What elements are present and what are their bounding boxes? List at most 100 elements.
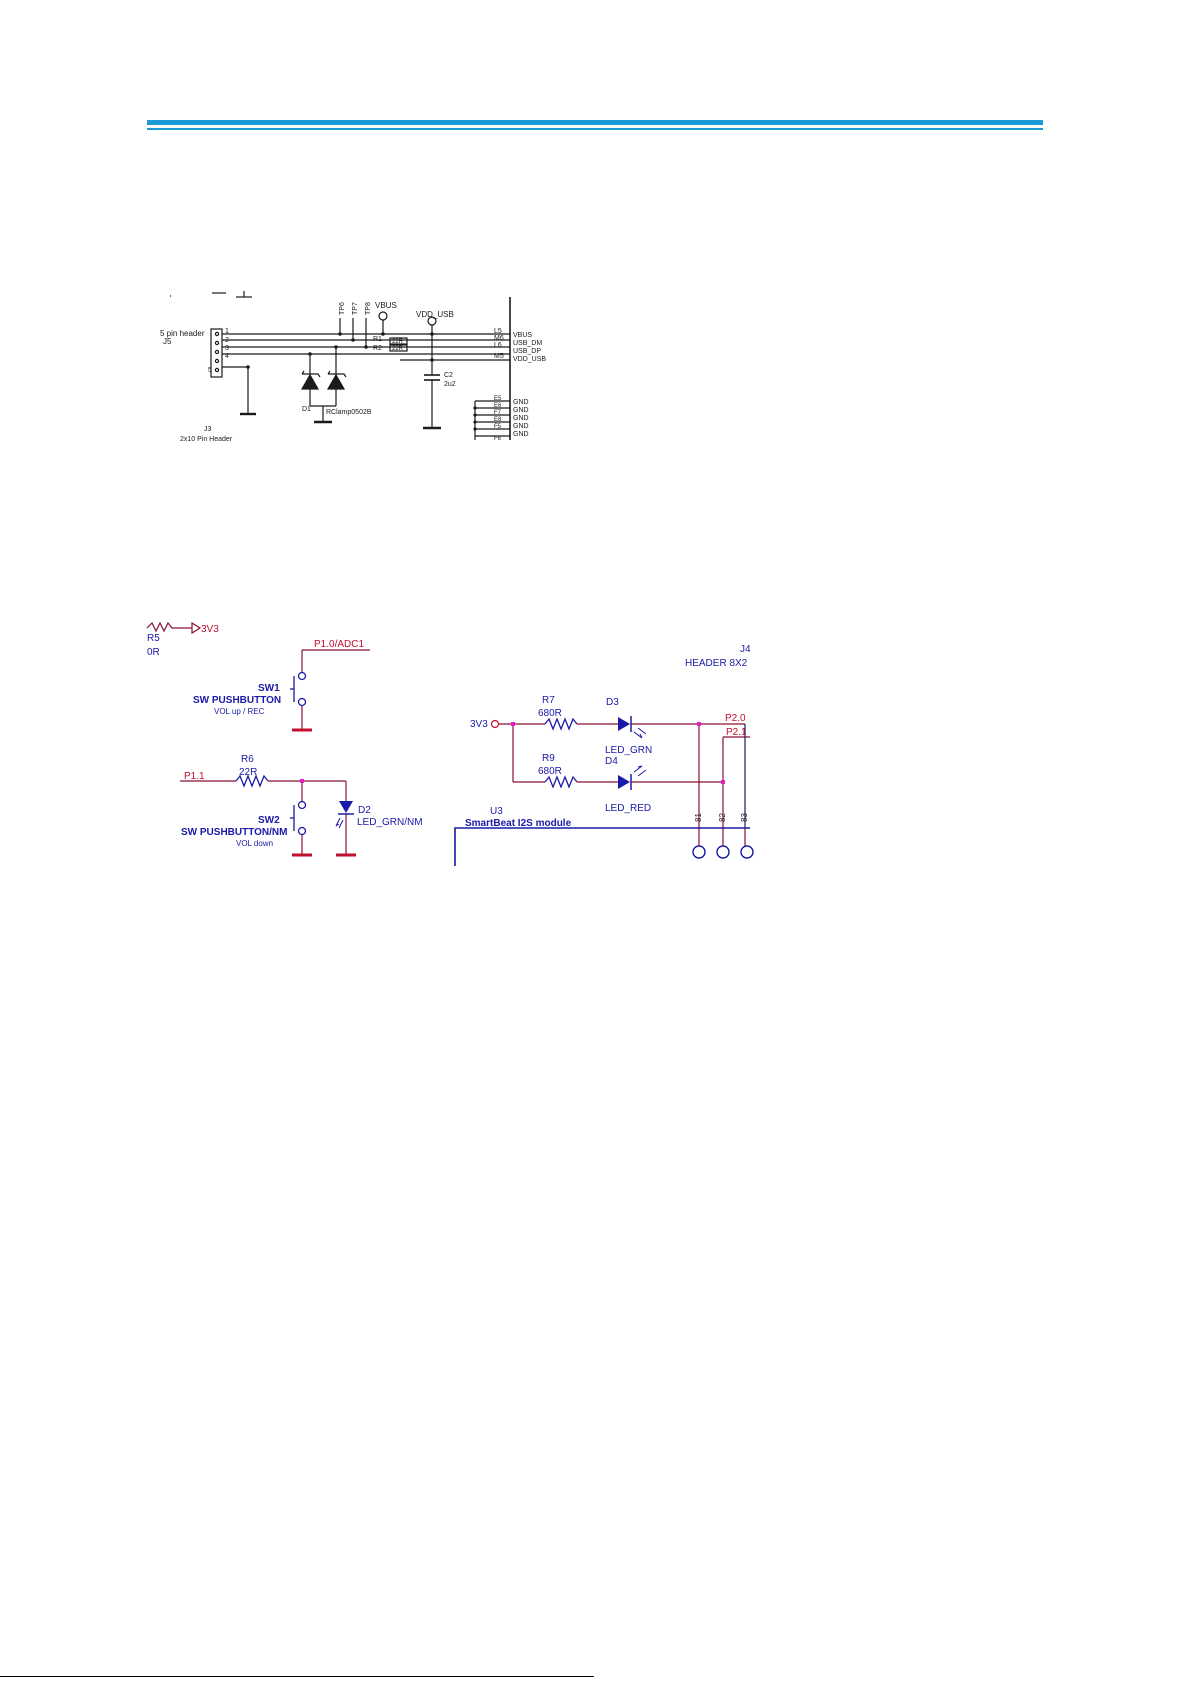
- zener-diode-icon: [300, 373, 320, 390]
- r5-value: 0R: [147, 647, 160, 658]
- r6-value: 22R: [239, 767, 257, 778]
- r2-ref: R2: [373, 345, 382, 352]
- gnd-net: GND: [513, 431, 529, 438]
- test-point-label: TP6: [339, 302, 346, 315]
- resistor-r6: [235, 774, 269, 788]
- r1-value: 22R: [392, 339, 404, 345]
- led-d3-icon: [618, 717, 630, 731]
- module-pin-label: 81: [694, 813, 703, 822]
- button-junctions: [300, 722, 725, 784]
- d1-ref: D1: [302, 406, 311, 413]
- header-rule-thin: [147, 128, 1043, 130]
- header-pin-dot: [214, 349, 220, 355]
- u3-part: SmartBeat I2S module: [465, 818, 572, 829]
- resistor-r2: [389, 344, 408, 352]
- sw1-part: SW PUSHBUTTON: [193, 695, 281, 706]
- supply-3v3-port-icon: [490, 719, 500, 729]
- net-p11-label: P1.1: [184, 771, 205, 782]
- sw2-function: VOL down: [236, 839, 273, 848]
- supply-3v3-label: 3V3: [470, 719, 488, 730]
- footer-rule: [0, 1676, 594, 1677]
- gnd-pin: F7: [494, 410, 502, 416]
- usb-junctions: [246, 332, 477, 431]
- junction-dot: [473, 413, 477, 417]
- usb-labels: 5 pin header J5 1 2 3 4 5 J3 2x10 Pin He…: [160, 301, 546, 443]
- resistor-r7: [544, 717, 578, 731]
- d4-part: LED_RED: [605, 803, 651, 814]
- led-light-icon: [335, 817, 344, 829]
- module-pin: L5: [494, 328, 502, 335]
- pin-number: 4: [225, 353, 229, 360]
- zener-cathode: [327, 370, 347, 378]
- supply-arrow-icon: [191, 621, 202, 635]
- gnd-pin: F6: [494, 436, 502, 442]
- vbus-port-icon: [378, 311, 388, 321]
- d2-ref: D2: [358, 805, 371, 816]
- junction-dot: [473, 427, 477, 431]
- junction-dot: [300, 779, 304, 783]
- pin-number: 2: [225, 337, 229, 344]
- sw1-ref: SW1: [258, 683, 280, 694]
- sw2-contact: [297, 826, 307, 836]
- module-net: VDD_USB: [513, 356, 546, 363]
- module-pin: M5: [494, 353, 504, 360]
- junction-dot: [308, 352, 312, 356]
- header-5pin-label: 5 pin header: [160, 329, 205, 338]
- header-pin-dot: [214, 340, 220, 346]
- vbus-label: VBUS: [375, 301, 397, 310]
- header-pin-dot: [214, 331, 220, 337]
- junction-dot: [430, 332, 434, 336]
- button-labels: R5 0R 3V3 P1.0/ADC1 SW1 SW PUSHBUTTON VO…: [147, 624, 751, 848]
- header-2x10-label: 2x10 Pin Header: [180, 436, 233, 443]
- vdd-usb-label: VDD_USB: [416, 310, 454, 319]
- gnd-net: GND: [513, 423, 529, 430]
- d3-part: LED_GRN: [605, 745, 652, 756]
- r6-ref: R6: [241, 754, 254, 765]
- led-light-icon: [633, 765, 647, 777]
- sw2-contact: [297, 800, 307, 810]
- pin-number: 5: [208, 367, 212, 374]
- net-p21-label: P2.1: [726, 727, 747, 738]
- header-2x10-ref: J3: [204, 426, 212, 433]
- junction-dot: [697, 722, 701, 726]
- junction-dot: [246, 365, 250, 369]
- module-pad-icon: [692, 845, 706, 859]
- module-pin: L6: [494, 342, 502, 349]
- led-d2-icon: [339, 801, 353, 813]
- sw2-part: SW PUSHBUTTON/NM: [181, 827, 287, 838]
- usb-schematic: [170, 291, 511, 440]
- led-light-icon: [633, 727, 647, 739]
- supply-3v3-label: 3V3: [201, 624, 219, 635]
- junction-dot: [721, 780, 725, 784]
- gnd-pin: F5: [494, 424, 502, 430]
- junction-dot: [364, 345, 368, 349]
- gnd-net: GND: [513, 399, 529, 406]
- module-pin: M6: [494, 335, 504, 342]
- junction-dot: [334, 345, 338, 349]
- header-pin-dot: [214, 358, 220, 364]
- test-point-label: TP8: [365, 302, 372, 315]
- pin-number: 3: [225, 345, 229, 352]
- gnd-net: GND: [513, 415, 529, 422]
- r1-ref: R1: [373, 336, 382, 343]
- sw1-contact: [297, 697, 307, 707]
- d4-ref: D4: [605, 756, 618, 767]
- module-u3-body: [454, 827, 750, 866]
- j4-part: HEADER 8X2: [685, 658, 748, 669]
- module-net: USB_DP: [513, 348, 541, 355]
- d2-part: LED_GRN/NM: [357, 817, 423, 828]
- r2-value: 22R: [392, 346, 404, 352]
- gnd-pin: E8: [494, 417, 502, 423]
- junction-dot: [430, 358, 434, 362]
- gnd-pin: E5: [494, 396, 502, 402]
- module-pad-icon: [740, 845, 754, 859]
- header-j5-body: [210, 328, 223, 378]
- junction-dot: [511, 722, 515, 726]
- net-p20-label: P2.0: [725, 713, 746, 724]
- d3-ref: D3: [606, 697, 619, 708]
- junction-dot: [473, 420, 477, 424]
- junction-dot: [338, 332, 342, 336]
- header-5pin-ref: J5: [163, 337, 172, 346]
- module-pin-label: 83: [740, 813, 749, 822]
